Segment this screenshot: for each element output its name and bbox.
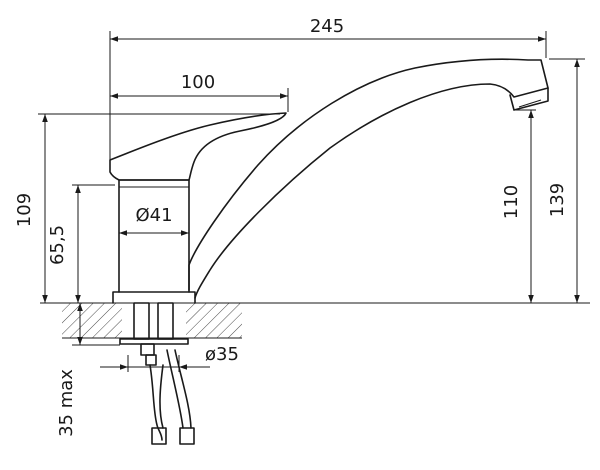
label-base-diameter: ø35 xyxy=(205,344,239,365)
spout-aerator xyxy=(509,87,549,111)
label-total-height: 109 xyxy=(14,193,35,227)
label-mount-thickness: 35 max xyxy=(56,369,77,437)
label-spout-top-height: 139 xyxy=(547,183,568,217)
mounting-hardware xyxy=(119,302,195,445)
countertop xyxy=(40,302,590,339)
supply-hose-right-inner xyxy=(174,349,192,429)
spout xyxy=(188,58,549,299)
mounting-nut xyxy=(140,343,155,356)
faucet-body xyxy=(112,179,196,304)
aerator-detail xyxy=(518,99,542,108)
label-body-height: 65,5 xyxy=(47,225,68,265)
mounting-hole xyxy=(122,303,186,338)
threaded-rod xyxy=(145,354,157,366)
dimension-labels: 245 100 109 65,5 Ø41 110 139 ø35 35 max xyxy=(14,16,568,437)
hose-connector-left xyxy=(151,427,167,445)
label-body-diameter: Ø41 xyxy=(135,205,172,226)
label-handle-length: 100 xyxy=(181,72,215,93)
label-outlet-height: 110 xyxy=(501,185,522,219)
body-outline xyxy=(112,179,196,304)
dimension-lines xyxy=(42,36,580,370)
supply-hose-left-inner xyxy=(159,364,164,429)
supply-hose-right xyxy=(166,349,184,429)
label-overall-length: 245 xyxy=(310,16,344,37)
hose-connector-right xyxy=(179,427,195,445)
lever-handle xyxy=(109,112,287,181)
supply-hose-left xyxy=(149,364,163,441)
